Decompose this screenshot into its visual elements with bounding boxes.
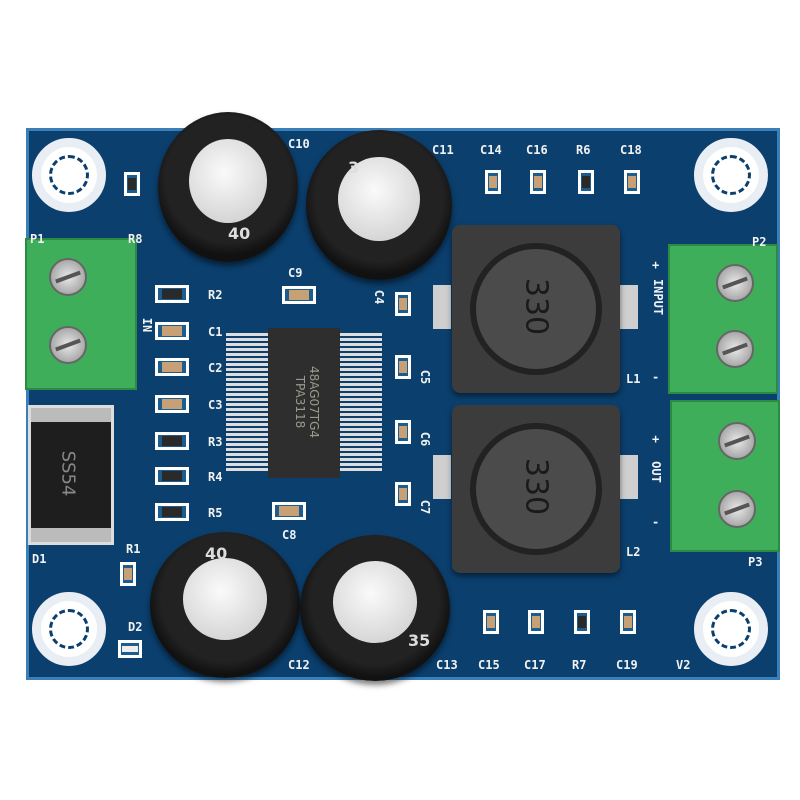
mounting-hole — [32, 138, 106, 212]
label-r6: R6 — [576, 143, 591, 157]
label-r3: R3 — [208, 435, 223, 449]
label-d2: D2 — [128, 620, 143, 634]
mounting-hole — [694, 138, 768, 212]
label-c5: C5 — [418, 369, 433, 385]
inductor-value: 330 — [518, 457, 554, 516]
cap-mark: 40 — [205, 544, 228, 563]
label-c19: C19 — [616, 658, 638, 672]
label-l1: L1 — [626, 372, 641, 386]
capacitor-c8 — [272, 502, 306, 520]
capacitor-c16 — [530, 170, 546, 194]
inductor-l1: 330 — [452, 225, 620, 393]
label-input: INPUT — [651, 278, 666, 316]
label-minus: - — [652, 515, 660, 529]
capacitor-c12: 40 — [150, 532, 300, 678]
resistor-r1 — [120, 562, 136, 586]
label-c16: C16 — [526, 143, 548, 157]
label-c4: C4 — [372, 289, 387, 305]
label-p1: P1 — [30, 232, 45, 246]
resistor-r4 — [155, 467, 189, 485]
label-c15: C15 — [478, 658, 500, 672]
label-r5: R5 — [208, 506, 223, 520]
capacitor-c11: 3 — [306, 130, 452, 280]
label-c10: C10 — [288, 137, 310, 151]
cap-mark: 40 — [228, 224, 251, 243]
capacitor-c4 — [395, 292, 411, 316]
inductor-value: 330 — [518, 277, 554, 336]
label-c12: C12 — [288, 658, 310, 672]
label-p3: P3 — [748, 555, 763, 569]
resistor-r2 — [155, 285, 189, 303]
cap-mark: 35 — [408, 631, 431, 650]
resistor-r3 — [155, 432, 189, 450]
terminal-block-p3 — [670, 400, 780, 552]
mounting-hole — [694, 592, 768, 666]
label-r4: R4 — [208, 470, 223, 484]
resistor-r8 — [124, 172, 140, 196]
label-r8: R8 — [128, 232, 143, 246]
capacitor-c2 — [155, 358, 189, 376]
capacitor-c5 — [395, 355, 411, 379]
label-r2: R2 — [208, 288, 223, 302]
capacitor-c6 — [395, 420, 411, 444]
capacitor-c18 — [624, 170, 640, 194]
label-c2: C2 — [208, 361, 223, 375]
label-r1: R1 — [126, 542, 141, 556]
diode-marking: SS54 — [57, 450, 79, 497]
resistor-r7 — [574, 610, 590, 634]
terminal-block-p1 — [25, 238, 137, 390]
label-c6: C6 — [418, 431, 433, 447]
label-v2: V2 — [676, 658, 691, 672]
label-in: IN — [140, 317, 155, 333]
capacitor-c13: 35 — [300, 535, 450, 681]
mounting-hole — [32, 592, 106, 666]
label-l2: L2 — [626, 545, 641, 559]
label-out: OUT — [648, 461, 663, 483]
resistor-r6 — [578, 170, 594, 194]
label-c14: C14 — [480, 143, 502, 157]
label-c9: C9 — [288, 266, 303, 280]
label-d1: D1 — [32, 552, 47, 566]
capacitor-c1 — [155, 322, 189, 340]
label-p2: P2 — [752, 235, 767, 249]
resistor-r5 — [155, 503, 189, 521]
capacitor-c15 — [483, 610, 499, 634]
diode-d1: SS54 — [28, 405, 114, 545]
led-d2 — [118, 640, 142, 658]
capacitor-c7 — [395, 482, 411, 506]
cap-mark: 3 — [348, 158, 360, 177]
capacitor-c17 — [528, 610, 544, 634]
label-c7: C7 — [418, 499, 433, 515]
capacitor-c9 — [282, 286, 316, 304]
inductor-l2: 330 — [452, 405, 620, 573]
capacitor-c3 — [155, 395, 189, 413]
label-plus: + — [652, 258, 660, 272]
capacitor-c10: 40 — [158, 112, 298, 262]
label-c13: C13 — [436, 658, 458, 672]
label-c11: C11 — [432, 143, 454, 157]
label-c18: C18 — [620, 143, 642, 157]
label-c3: C3 — [208, 398, 223, 412]
label-plus: + — [652, 432, 660, 446]
label-minus: - — [652, 370, 660, 384]
terminal-block-p2 — [668, 244, 778, 394]
label-c1: C1 — [208, 325, 223, 339]
chip-marking-2: TPA3118 — [293, 375, 307, 429]
label-c17: C17 — [524, 658, 546, 672]
capacitor-c19 — [620, 610, 636, 634]
label-r7: R7 — [572, 658, 587, 672]
capacitor-c14 — [485, 170, 501, 194]
chip-marking-1: 48AG07TG4 — [307, 365, 321, 439]
label-c8: C8 — [282, 528, 297, 542]
